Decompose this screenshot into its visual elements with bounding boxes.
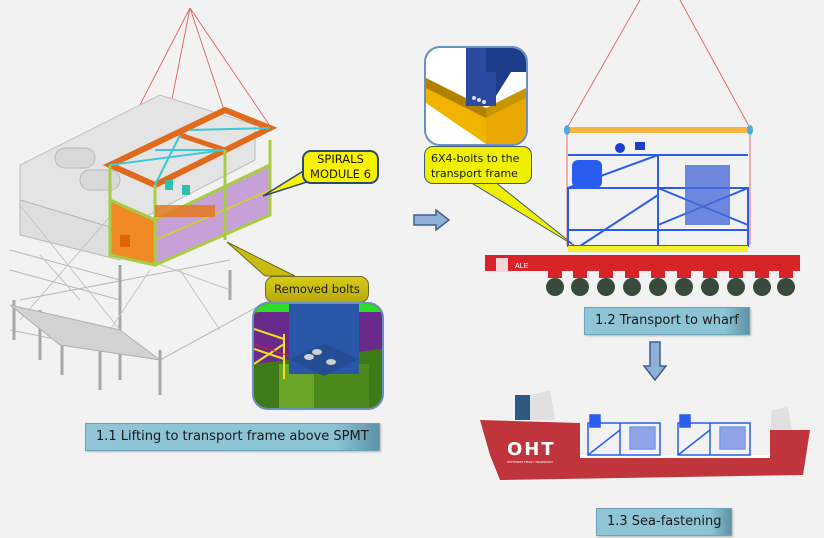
ship-hull — [480, 420, 810, 480]
structure-lift-illustration — [9, 7, 278, 395]
removed-bolts-detail-inset — [252, 302, 384, 410]
callout-line-1: 6X4-bolts to the — [431, 152, 520, 165]
transport-frame — [568, 246, 748, 252]
callout-removed-bolts: Removed bolts — [265, 276, 369, 303]
callout-6x4-bolts: 6X4-bolts to the transport frame — [424, 146, 532, 184]
spirals-module-6 — [102, 106, 278, 267]
heavy-transport-ship-illustration: OHT OFFSHORE HEAVY TRANSPORT — [480, 390, 810, 480]
callout-spirals-module-6: SPIRALS MODULE 6 — [302, 150, 379, 184]
transport-frame-bolts-inset — [424, 46, 528, 146]
spmt-brand: ALE — [515, 263, 529, 270]
callout-line-1: SPIRALS — [317, 152, 364, 166]
ship-brand-logo: OHT — [507, 439, 556, 460]
spmt-trailer: ALE — [485, 255, 800, 296]
module-on-deck-2 — [677, 414, 751, 456]
stage-label-1-1: 1.1 Lifting to transport frame above SPM… — [85, 423, 380, 451]
callout-line-2: MODULE 6 — [310, 167, 371, 181]
existing-structure — [9, 94, 271, 395]
arrow-down-icon — [642, 341, 668, 382]
spreader-beam — [568, 127, 750, 133]
arrow-right-icon — [413, 208, 451, 232]
callout-line-2: transport frame — [431, 167, 518, 180]
ship-brand-subtitle: OFFSHORE HEAVY TRANSPORT — [507, 460, 553, 464]
stage-label-1-2: 1.2 Transport to wharf — [584, 307, 750, 335]
module-frame — [567, 154, 749, 248]
module-on-deck-1 — [587, 414, 661, 456]
callout-pointer-removed-bolts — [226, 241, 296, 277]
stage-label-1-3: 1.3 Sea-fastening — [596, 508, 733, 536]
module-on-spmt-illustration: ALE — [485, 0, 800, 296]
